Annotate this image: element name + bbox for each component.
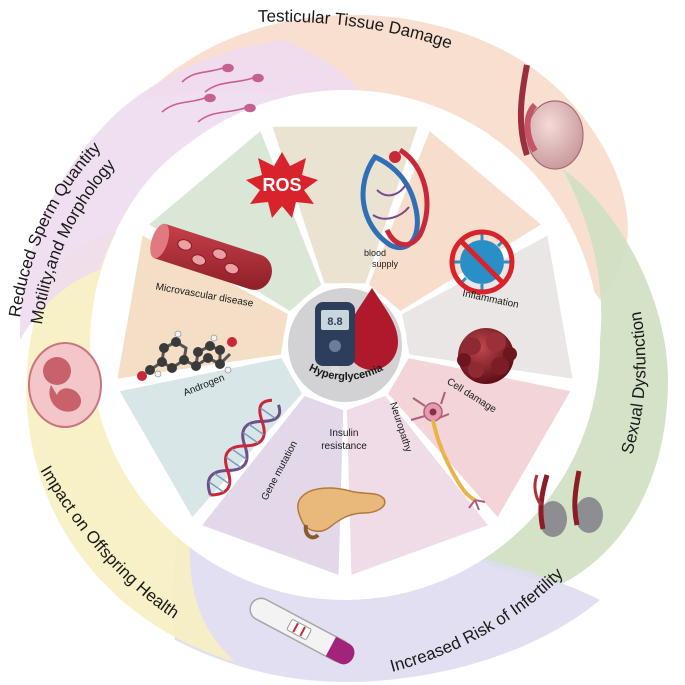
sperm-icon (161, 63, 264, 123)
outcome-region-sexual-dysfunction (440, 168, 668, 585)
segment-label-blood-supply-1: blood (364, 248, 386, 258)
segment-label-insulin-resistance-1: Insulin (330, 428, 359, 439)
segment-insulin-resistance (202, 395, 344, 575)
testis-icon (517, 64, 584, 170)
segment-inflammation (402, 235, 573, 379)
outcome-region-reduced-sperm-quantity (19, 40, 361, 340)
ros-label: ROS (262, 175, 301, 195)
segment-gene-mutation (119, 358, 302, 517)
testes-pair-icon (533, 470, 603, 537)
segment-blood-supply (368, 131, 541, 311)
segment-label-insulin-resistance-2: resistance (321, 441, 367, 452)
dna-helix-icon (206, 398, 282, 497)
blood-vessel-network-icon (360, 147, 430, 250)
fetus-icon (28, 342, 102, 428)
damaged-cell-icon (457, 328, 517, 384)
wheel-segments (117, 126, 573, 575)
outcome-regions (19, 14, 668, 683)
outcome-icons (28, 63, 603, 665)
virus-prohibited-icon (449, 229, 515, 295)
meter-reading: 8.8 (327, 316, 342, 328)
pancreas-icon (297, 487, 386, 540)
segment-icons: ROS (137, 147, 517, 540)
neuron-icon (410, 391, 486, 511)
segment-ros (272, 126, 418, 284)
center-hub: 8.8 Hyperglycemia (283, 283, 407, 407)
glucose-meter-icon: 8.8 (315, 302, 355, 374)
pregnancy-test-icon (249, 597, 355, 665)
blood-vessel-icon (150, 223, 272, 290)
outcome-region-impact-on-offspring-health (26, 230, 235, 662)
ros-burst-icon: ROS (246, 152, 318, 218)
segment-neuropathy (346, 395, 488, 575)
segment-label-blood-supply-2: supply (372, 259, 399, 269)
steroid-molecule-icon (137, 330, 237, 381)
segment-cell-damage (388, 358, 571, 517)
segment-androgen (117, 235, 288, 379)
blood-drop-icon (346, 288, 398, 370)
